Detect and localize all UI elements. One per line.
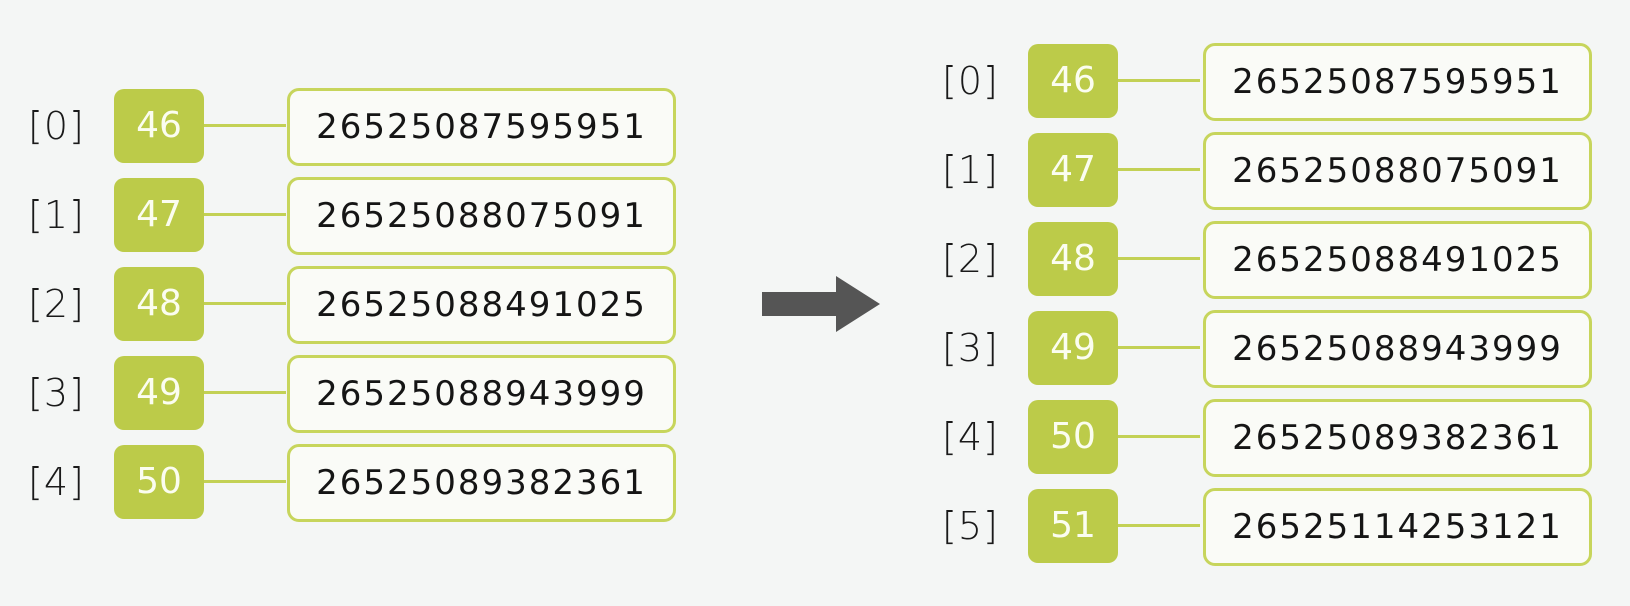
value-cell: 26525089382361 xyxy=(1203,399,1592,477)
value-cell: 26525088491025 xyxy=(1203,221,1592,299)
value-cell: 26525087595951 xyxy=(287,88,676,166)
connector-line xyxy=(204,391,286,394)
array-index: [4] xyxy=(942,415,999,459)
value-cell: 26525088075091 xyxy=(287,177,676,255)
key-cell: 46 xyxy=(1028,44,1118,118)
value-cell: 26525087595951 xyxy=(1203,43,1592,121)
connector-line xyxy=(1118,435,1200,438)
array-index: [3] xyxy=(942,326,999,370)
array-index: [1] xyxy=(28,193,85,237)
connector-line xyxy=(204,213,286,216)
array-index: [0] xyxy=(28,104,85,148)
key-cell: 48 xyxy=(1028,222,1118,296)
array-index: [3] xyxy=(28,371,85,415)
array-index: [5] xyxy=(942,504,999,548)
key-cell: 50 xyxy=(114,445,204,519)
connector-line xyxy=(1118,257,1200,260)
key-cell: 47 xyxy=(114,178,204,252)
value-cell: 26525114253121 xyxy=(1203,488,1592,566)
value-cell: 26525088943999 xyxy=(1203,310,1592,388)
key-cell: 50 xyxy=(1028,400,1118,474)
array-index: [2] xyxy=(942,237,999,281)
value-cell: 26525088491025 xyxy=(287,266,676,344)
key-cell: 46 xyxy=(114,89,204,163)
connector-line xyxy=(1118,79,1200,82)
array-index: [0] xyxy=(942,59,999,103)
value-cell: 26525088075091 xyxy=(1203,132,1592,210)
array-index: [2] xyxy=(28,282,85,326)
connector-line xyxy=(204,302,286,305)
connector-line xyxy=(1118,346,1200,349)
connector-line xyxy=(1118,168,1200,171)
value-cell: 26525088943999 xyxy=(287,355,676,433)
array-index: [4] xyxy=(28,460,85,504)
right-arrow-icon xyxy=(762,276,880,332)
connector-line xyxy=(1118,524,1200,527)
connector-line xyxy=(204,480,286,483)
key-cell: 49 xyxy=(1028,311,1118,385)
key-cell: 47 xyxy=(1028,133,1118,207)
key-cell: 51 xyxy=(1028,489,1118,563)
key-cell: 49 xyxy=(114,356,204,430)
value-cell: 26525089382361 xyxy=(287,444,676,522)
connector-line xyxy=(204,124,286,127)
array-index: [1] xyxy=(942,148,999,192)
key-cell: 48 xyxy=(114,267,204,341)
